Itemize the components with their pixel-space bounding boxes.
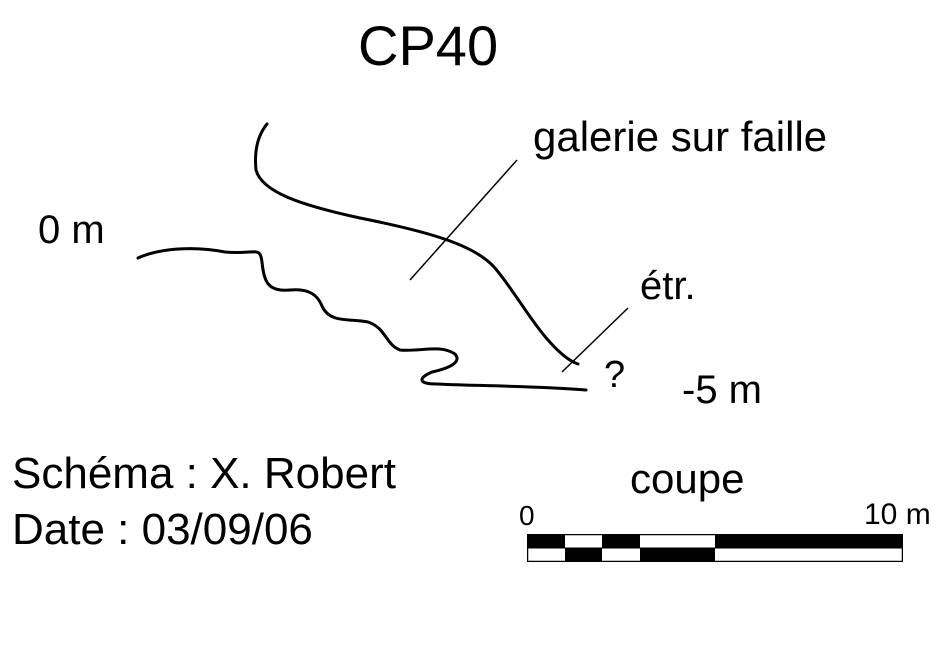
survey-date: Date : 03/09/06 <box>12 505 313 554</box>
scale-start-label: 0 <box>519 500 535 531</box>
galerie-leader-line <box>409 159 518 281</box>
galerie-label: galerie sur faille <box>533 113 828 160</box>
page-title: CP40 <box>358 14 499 77</box>
ceiling-line <box>254 122 580 366</box>
scale-type-label: coupe <box>630 455 745 502</box>
question-mark-label: ? <box>604 354 626 396</box>
scale-end-label: 10 m <box>864 498 931 531</box>
etr-label: étr. <box>640 264 696 308</box>
etr-leader-line <box>561 307 629 373</box>
minus-five-depth-label: -5 m <box>682 368 762 412</box>
floor-line <box>136 247 588 392</box>
author-credit: Schéma : X. Robert <box>12 449 396 498</box>
zero-depth-label: 0 m <box>38 208 105 252</box>
scale-bar <box>527 534 903 562</box>
